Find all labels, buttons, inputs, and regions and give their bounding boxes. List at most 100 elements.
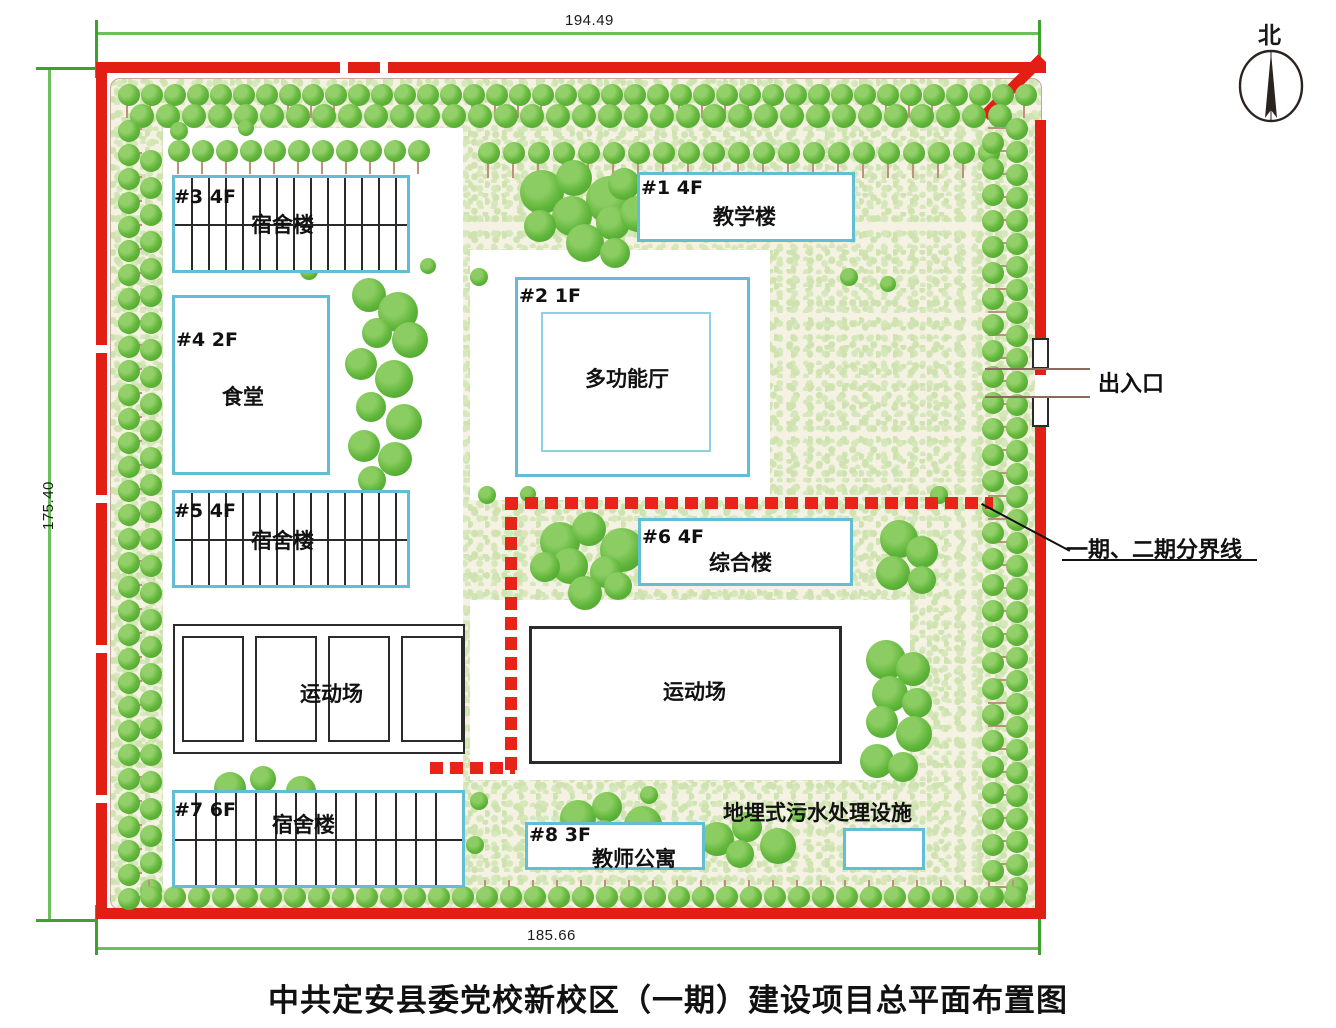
street-tree — [670, 84, 692, 106]
shrub-cluster — [566, 224, 604, 262]
shrub-cluster — [592, 792, 622, 822]
tree-stem — [988, 518, 1010, 520]
dorm-unit-grid — [175, 178, 407, 270]
building-7[interactable] — [172, 790, 465, 888]
street-tree — [325, 84, 347, 106]
shrub-cluster — [478, 486, 496, 504]
street-tree — [118, 264, 140, 286]
street-tree — [982, 756, 1004, 778]
street-tree — [1006, 854, 1028, 876]
drawing-title: 中共定安县委党校新校区（一期）建设项目总平面布置图 — [268, 983, 1068, 1019]
tree-stem — [988, 702, 1010, 704]
street-tree — [1006, 785, 1028, 807]
street-tree — [548, 886, 570, 908]
entrance-leader-lower — [985, 396, 1090, 398]
street-tree — [740, 886, 762, 908]
street-tree — [118, 288, 140, 310]
shrub-cluster — [906, 536, 938, 568]
street-tree — [1006, 164, 1028, 186]
street-tree — [982, 522, 1004, 544]
street-tree — [884, 104, 908, 128]
hedge-tree — [878, 142, 900, 164]
street-tree — [668, 886, 690, 908]
tree-stem — [225, 160, 227, 174]
street-tree — [1006, 394, 1028, 416]
gate-south[interactable] — [1032, 396, 1049, 427]
basketball-court-2[interactable] — [255, 636, 317, 742]
tree-stem — [333, 96, 335, 118]
tree-stem — [937, 162, 939, 178]
street-tree — [118, 480, 140, 502]
street-tree — [118, 816, 140, 838]
street-tree — [140, 474, 162, 496]
tree-stem — [662, 162, 664, 178]
street-tree — [140, 420, 162, 442]
street-tree — [500, 886, 522, 908]
basketball-court-4[interactable] — [401, 636, 463, 742]
tree-stem — [177, 160, 179, 174]
hedge-tree — [384, 140, 406, 162]
phase-boundary-underline — [1062, 559, 1257, 561]
building-2-inner-hall — [541, 312, 711, 452]
street-tree — [1006, 647, 1028, 669]
street-tree — [578, 84, 600, 106]
dimension-line-top — [96, 32, 1040, 35]
street-tree — [728, 104, 752, 128]
street-tree — [624, 104, 648, 128]
street-tree — [693, 84, 715, 106]
north-arrow-label: 北 — [1258, 23, 1281, 49]
street-tree — [596, 886, 618, 908]
street-tree — [716, 886, 738, 908]
building-5[interactable] — [172, 490, 410, 588]
street-tree — [486, 84, 508, 106]
street-tree — [118, 648, 140, 670]
street-tree — [982, 210, 1004, 232]
street-tree — [923, 84, 945, 106]
street-tree — [1006, 716, 1028, 738]
tree-stem — [737, 162, 739, 178]
hedge-tree — [240, 140, 262, 162]
shrub-cluster — [556, 160, 592, 196]
building-1[interactable] — [637, 172, 855, 242]
street-tree — [1006, 279, 1028, 301]
sewage-treatment-facility[interactable] — [843, 828, 925, 870]
street-tree — [494, 104, 518, 128]
basketball-court-3[interactable] — [328, 636, 390, 742]
street-tree — [210, 84, 232, 106]
tree-stem — [612, 162, 614, 178]
street-tree — [982, 860, 1004, 882]
building-4[interactable] — [172, 295, 330, 475]
street-tree — [754, 104, 778, 128]
hedge-tree — [903, 142, 925, 164]
tree-stem — [908, 96, 910, 118]
building-8[interactable] — [525, 822, 705, 870]
street-tree — [118, 696, 140, 718]
basketball-court-1[interactable] — [182, 636, 244, 742]
street-tree — [260, 886, 282, 908]
street-tree — [739, 84, 761, 106]
hedge-tree — [216, 140, 238, 162]
street-tree — [992, 84, 1014, 106]
tree-stem — [887, 162, 889, 178]
shrub-cluster — [392, 322, 428, 358]
tree-stem — [494, 96, 496, 118]
street-tree — [118, 888, 140, 910]
street-tree — [208, 104, 232, 128]
tree-stem — [369, 160, 371, 174]
shrub-cluster — [470, 792, 488, 810]
hedge-tree — [853, 142, 875, 164]
sports-field-main[interactable] — [529, 626, 842, 764]
shrub-cluster — [466, 836, 484, 854]
street-tree — [936, 104, 960, 128]
building-6[interactable] — [638, 518, 853, 586]
street-tree — [980, 886, 1002, 908]
gate-north[interactable] — [1032, 338, 1049, 369]
hedge-tree — [653, 142, 675, 164]
building-3[interactable] — [172, 175, 410, 273]
street-tree — [348, 84, 370, 106]
street-tree — [860, 886, 882, 908]
street-tree — [164, 886, 186, 908]
building-4-name: 食堂 — [222, 385, 264, 409]
street-tree — [982, 782, 1004, 804]
street-tree — [932, 886, 954, 908]
